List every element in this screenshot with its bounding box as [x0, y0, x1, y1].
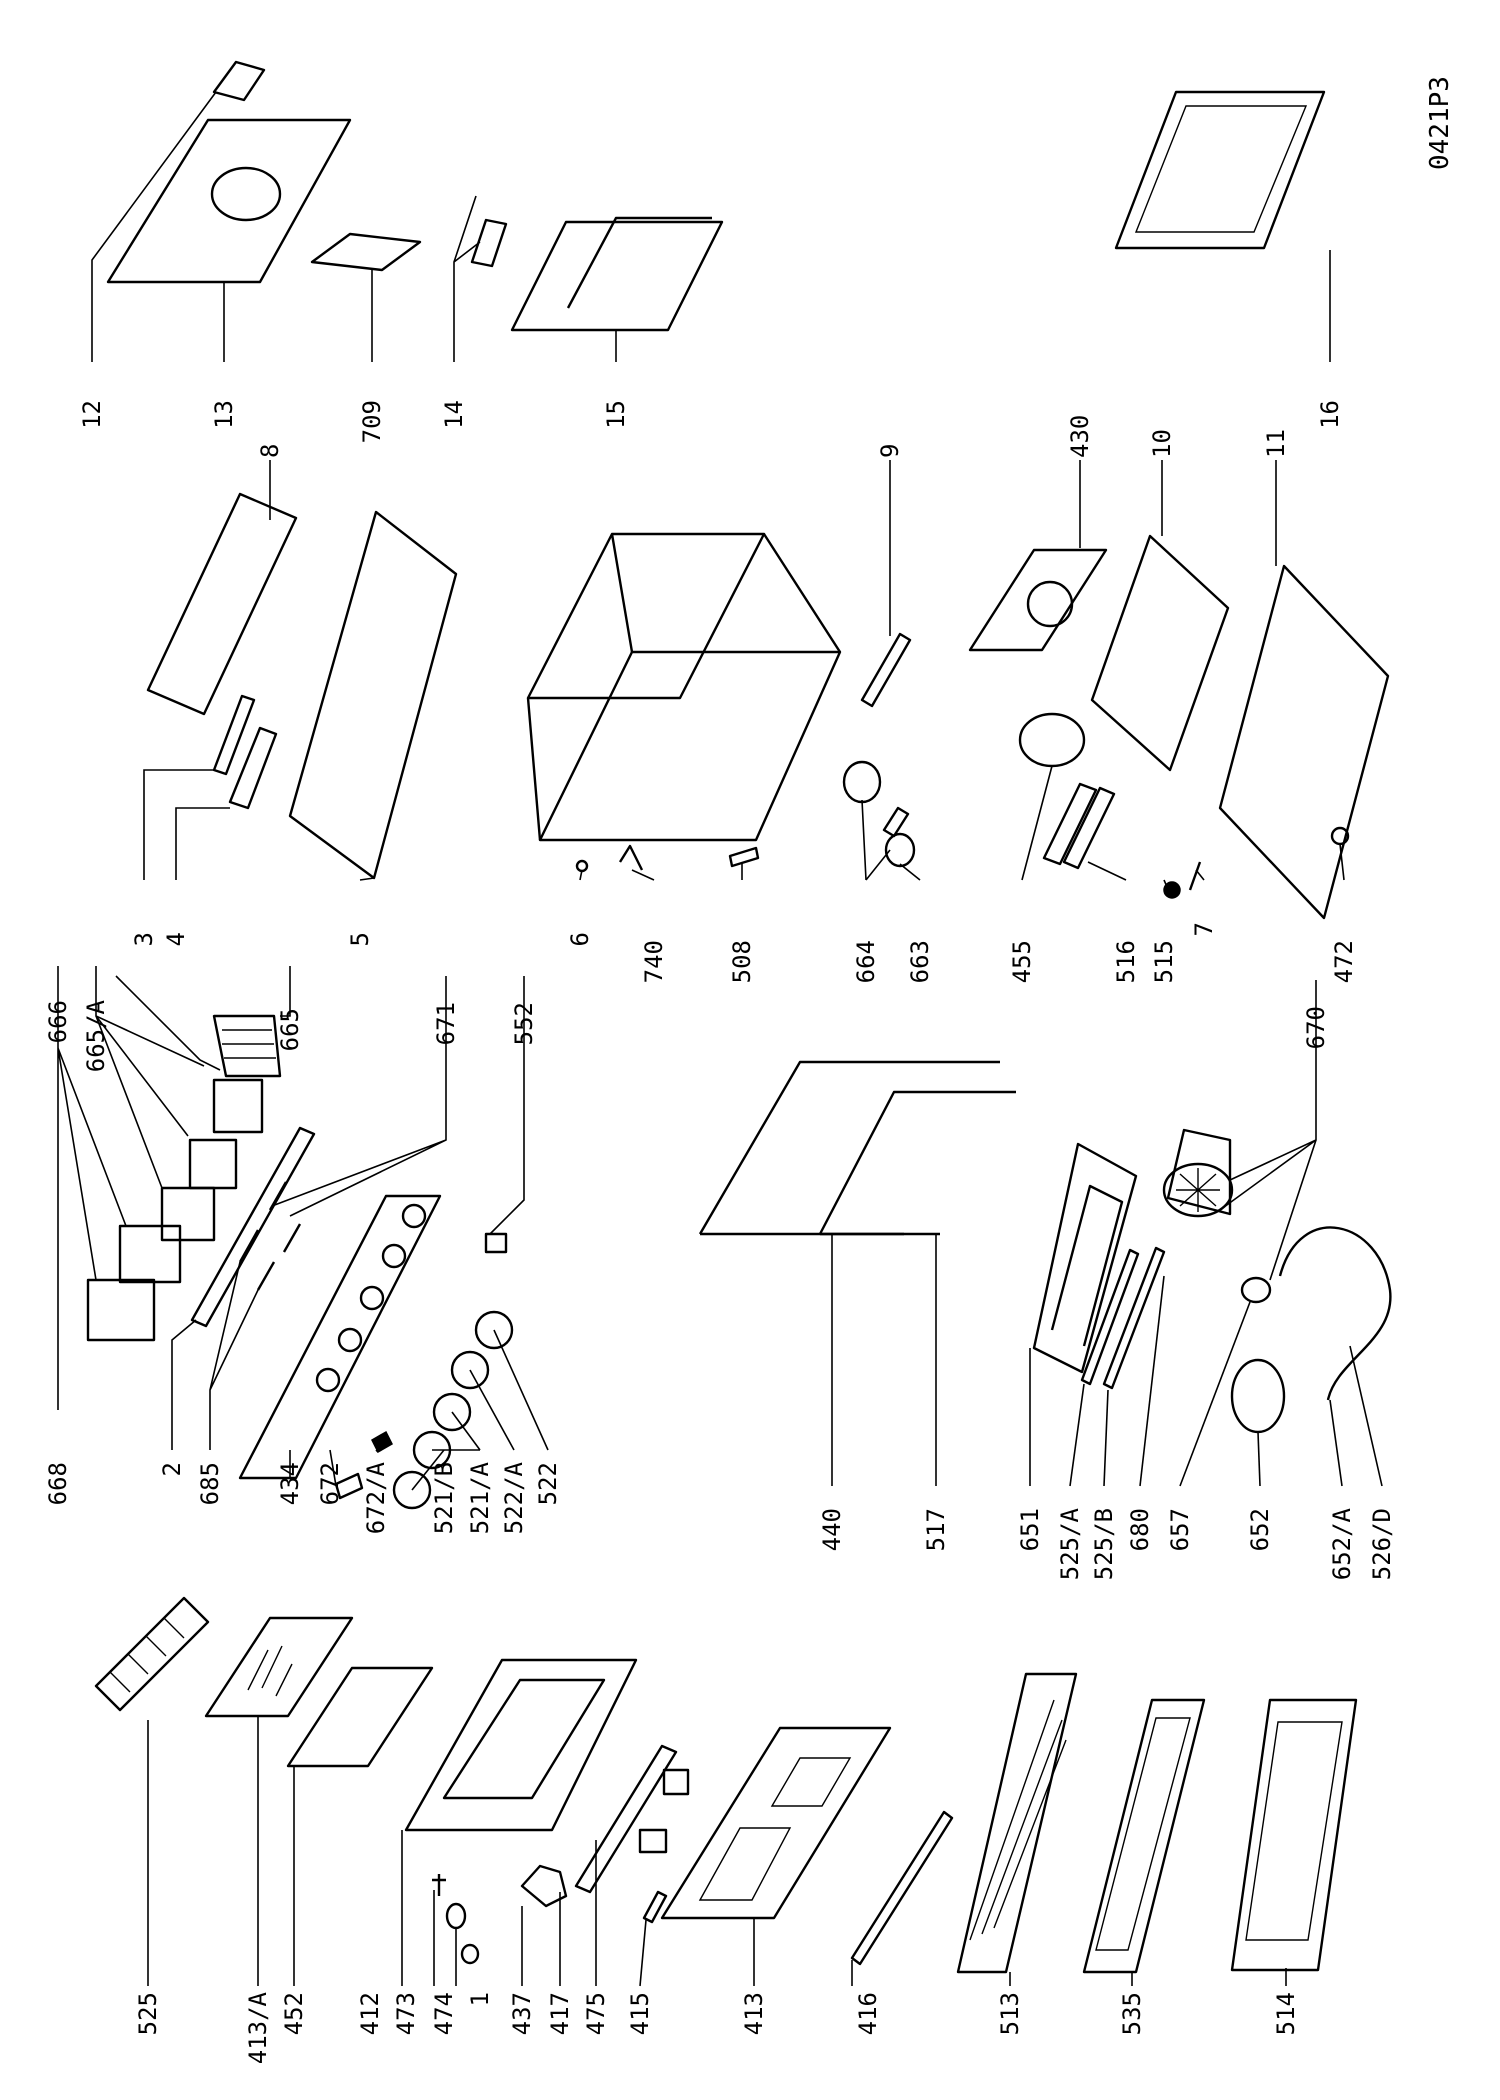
label-452: 452	[280, 1992, 308, 2035]
label-521-b: 521/B	[430, 1462, 458, 1534]
label-652: 652	[1246, 1508, 1274, 1551]
part-labels: 525 413/A 452 412 473 474 1 437 417 475 …	[44, 400, 1396, 2064]
label-663: 663	[906, 940, 934, 983]
label-685: 685	[196, 1462, 224, 1505]
label-6: 6	[566, 932, 594, 946]
label-709: 709	[358, 400, 386, 443]
label-672-a: 672/A	[362, 1461, 390, 1534]
drawing-reference: 0421P3	[1425, 76, 1455, 170]
label-412: 412	[356, 1992, 384, 2035]
label-7: 7	[1190, 922, 1218, 936]
label-521-a: 521/A	[466, 1461, 494, 1534]
label-14: 14	[440, 400, 468, 429]
label-525-b: 525/B	[1090, 1508, 1118, 1580]
label-8: 8	[256, 444, 284, 458]
label-671: 671	[432, 1002, 460, 1045]
label-415: 415	[626, 1992, 654, 2035]
label-535: 535	[1118, 1992, 1146, 2035]
label-417: 417	[546, 1992, 574, 2035]
label-473: 473	[392, 1992, 420, 2035]
label-13: 13	[210, 400, 238, 429]
label-474: 474	[430, 1992, 458, 2035]
label-440: 440	[818, 1508, 846, 1551]
label-1: 1	[466, 1992, 494, 2006]
label-665-a: 665/A	[82, 999, 110, 1072]
label-15: 15	[602, 400, 630, 429]
label-651: 651	[1016, 1508, 1044, 1551]
label-672: 672	[316, 1462, 344, 1505]
label-525: 525	[134, 1992, 162, 2035]
label-680: 680	[1126, 1508, 1154, 1551]
label-652-a: 652/A	[1328, 1507, 1356, 1580]
label-515: 515	[1150, 940, 1178, 983]
label-430: 430	[1066, 415, 1094, 458]
label-517: 517	[922, 1508, 950, 1551]
label-668: 668	[44, 1462, 72, 1505]
label-657: 657	[1166, 1508, 1194, 1551]
label-522-a: 522/A	[500, 1461, 528, 1534]
label-413: 413	[740, 1992, 768, 2035]
label-434: 434	[276, 1462, 304, 1505]
label-3: 3	[130, 932, 158, 946]
label-437: 437	[508, 1992, 536, 2035]
label-4: 4	[162, 932, 190, 946]
label-508: 508	[728, 940, 756, 983]
label-513: 513	[996, 1992, 1024, 2035]
label-2: 2	[158, 1462, 186, 1476]
label-525-a: 525/A	[1056, 1507, 1084, 1580]
leader-lines	[57, 91, 1383, 1987]
label-11: 11	[1262, 429, 1290, 458]
label-10: 10	[1148, 429, 1176, 458]
label-16: 16	[1316, 400, 1344, 429]
label-9: 9	[876, 444, 904, 458]
label-670: 670	[1302, 1006, 1330, 1049]
label-526-d: 526/D	[1368, 1508, 1396, 1580]
label-416: 416	[854, 1992, 882, 2035]
label-516: 516	[1112, 940, 1140, 983]
label-514: 514	[1272, 1992, 1300, 2035]
label-5: 5	[346, 932, 374, 946]
label-552: 552	[510, 1002, 538, 1045]
label-413-a: 413/A	[244, 1991, 272, 2064]
label-12: 12	[78, 400, 106, 429]
label-664: 664	[852, 940, 880, 983]
label-522: 522	[534, 1462, 562, 1505]
label-472: 472	[1330, 940, 1358, 983]
label-455: 455	[1008, 940, 1036, 983]
label-740: 740	[640, 940, 668, 983]
label-665: 665	[276, 1008, 304, 1051]
label-666: 666	[44, 1000, 72, 1043]
label-475: 475	[582, 1992, 610, 2035]
